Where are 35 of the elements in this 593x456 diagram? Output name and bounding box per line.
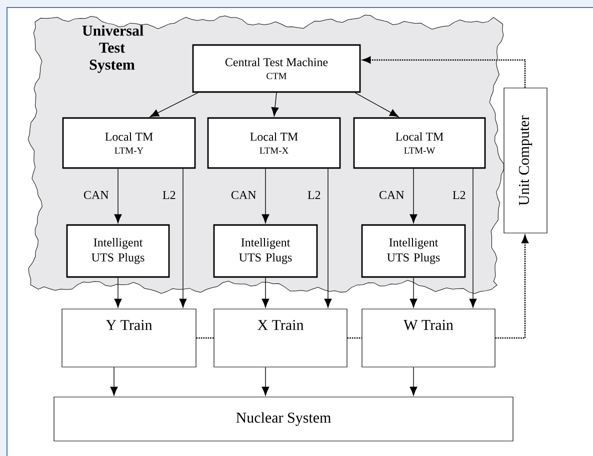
plug-box: Intelligent UTS Plugs (213, 224, 318, 278)
arrow (324, 168, 332, 308)
arrow (271, 92, 279, 116)
arrow (469, 168, 477, 308)
arrow (262, 277, 270, 308)
train-box: W Train (362, 308, 496, 368)
edge-label: CAN (231, 190, 256, 200)
arrow (410, 366, 418, 396)
edge-label: L2 (452, 191, 466, 199)
edge-label: CAN (84, 190, 109, 200)
arrow (410, 168, 418, 224)
computer-box: Unit Computer (504, 88, 548, 234)
train-box: Y Train (62, 308, 196, 368)
train-box: X Train (214, 308, 348, 368)
arrow (262, 366, 270, 396)
machine-box: Central Test Machine CTM (192, 44, 361, 93)
arrow (179, 168, 187, 308)
arrow (495, 235, 528, 339)
plug-box: Intelligent UTS Plugs (361, 224, 466, 278)
arrow (362, 56, 526, 88)
arrow (410, 277, 418, 308)
plug-box: Intelligent UTS Plugs (66, 224, 170, 278)
arrow (114, 168, 122, 224)
arrow (262, 168, 270, 224)
arrow (114, 277, 122, 308)
edge-label: L2 (162, 191, 176, 199)
machine-box: Local TM LTM-W (353, 117, 486, 169)
machine-box: Local TM LTM-Y (62, 117, 196, 169)
edge-label: CAN (379, 190, 404, 200)
arrow (354, 92, 399, 117)
machine-box: Local TM LTM-X (207, 117, 341, 169)
system-box: Nuclear System (54, 396, 514, 442)
arrow (150, 92, 198, 118)
edge-label: L2 (308, 191, 320, 199)
arrow (110, 366, 118, 396)
